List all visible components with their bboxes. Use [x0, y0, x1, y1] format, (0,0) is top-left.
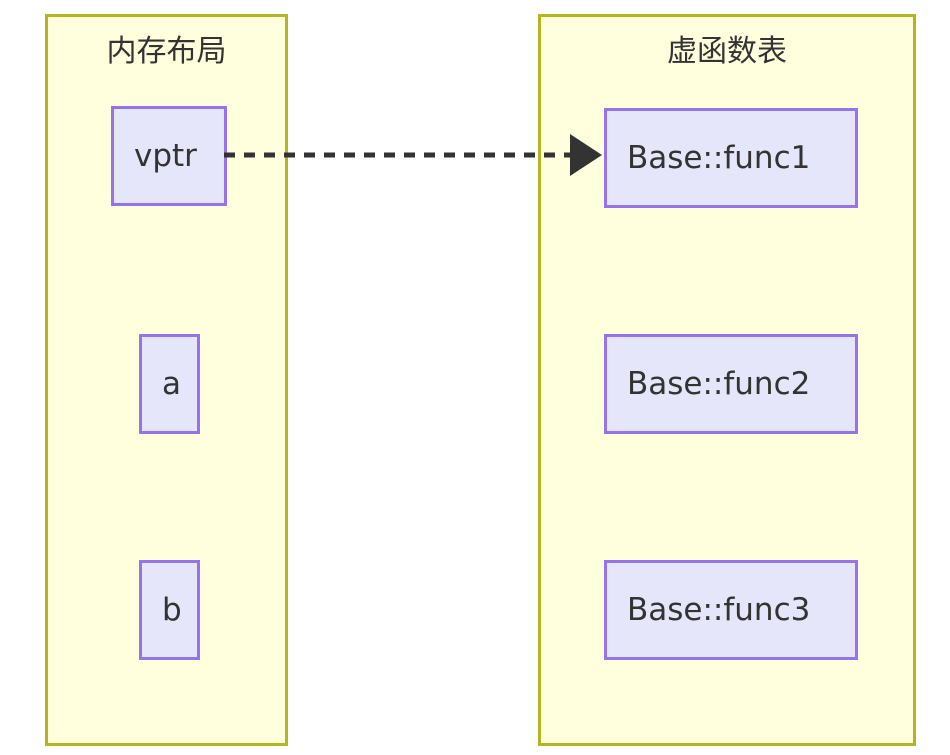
- panel-memory-layout: 内存布局 vptr a b: [45, 14, 288, 746]
- panel-vtable: 虚函数表 Base::func1 Base::func2 Base::func3: [538, 14, 916, 746]
- panel-memory-layout-title: 内存布局: [106, 34, 227, 69]
- cell-vtable-entry-func2[interactable]: Base::func2: [604, 334, 858, 434]
- cell-member-b-label: b: [162, 592, 182, 628]
- cell-vptr[interactable]: vptr: [111, 106, 227, 206]
- cell-vtable-entry-func1[interactable]: Base::func1: [604, 108, 858, 208]
- cell-vtable-entry-func3[interactable]: Base::func3: [604, 560, 858, 660]
- panel-vtable-title: 虚函数表: [667, 34, 787, 69]
- cell-vptr-label: vptr: [134, 138, 197, 174]
- cell-member-b[interactable]: b: [139, 560, 200, 660]
- cell-vtable-entry-func1-label: Base::func1: [627, 140, 811, 176]
- cell-vtable-entry-func2-label: Base::func2: [627, 366, 811, 402]
- cell-vtable-entry-func3-label: Base::func3: [627, 592, 811, 628]
- cell-member-a[interactable]: a: [139, 334, 200, 434]
- cell-member-a-label: a: [162, 366, 181, 402]
